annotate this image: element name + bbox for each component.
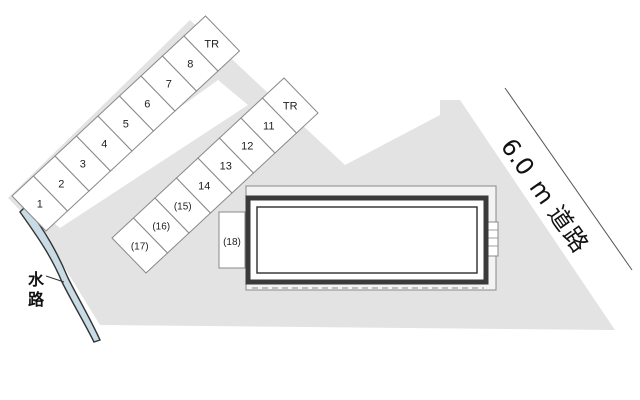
slot-label-18: (18) bbox=[223, 237, 241, 248]
slot-label: (15) bbox=[174, 202, 192, 213]
slot-label: TR bbox=[204, 39, 219, 51]
slot-label: 12 bbox=[241, 141, 253, 153]
slot-label: 2 bbox=[58, 179, 64, 191]
waterway-canal bbox=[19, 204, 101, 343]
parking-row-b: (17)(16) (15) 14 13 12 11 TR bbox=[111, 77, 319, 274]
parking-slot-b-tr: TR bbox=[261, 77, 319, 134]
slot-label: 4 bbox=[101, 139, 107, 151]
open-ground bbox=[38, 80, 248, 228]
slot-label: (17) bbox=[131, 242, 149, 253]
slot-label: 1 bbox=[37, 199, 43, 211]
slot-label: TR bbox=[283, 101, 298, 113]
slot-label: 6 bbox=[144, 99, 150, 111]
slot-label: 8 bbox=[187, 59, 193, 71]
slot-label: 14 bbox=[198, 181, 210, 193]
slot-label: 5 bbox=[123, 119, 129, 131]
parking-slot-18: (18) bbox=[218, 211, 246, 269]
parking-row-a: 1 2 3 4 5 6 7 8 TR bbox=[11, 15, 241, 232]
slot-label: 11 bbox=[263, 121, 274, 133]
slot-label: 3 bbox=[80, 159, 86, 171]
waterway-label: 水 路 bbox=[28, 270, 65, 309]
parking-slot-outline bbox=[261, 77, 319, 134]
road-edge-line bbox=[504, 87, 633, 271]
parking-slot-a-tr: TR bbox=[183, 15, 241, 72]
slot-label: (16) bbox=[152, 222, 170, 233]
waterway-char-2: 路 bbox=[28, 290, 45, 309]
parking-slot-b-14: 14 bbox=[175, 157, 233, 214]
parking-slot-outline bbox=[183, 15, 241, 72]
building bbox=[245, 185, 499, 291]
waterway-char-1: 水 bbox=[28, 270, 45, 289]
slot-label: 13 bbox=[220, 161, 232, 173]
slot-label: 7 bbox=[166, 79, 172, 91]
